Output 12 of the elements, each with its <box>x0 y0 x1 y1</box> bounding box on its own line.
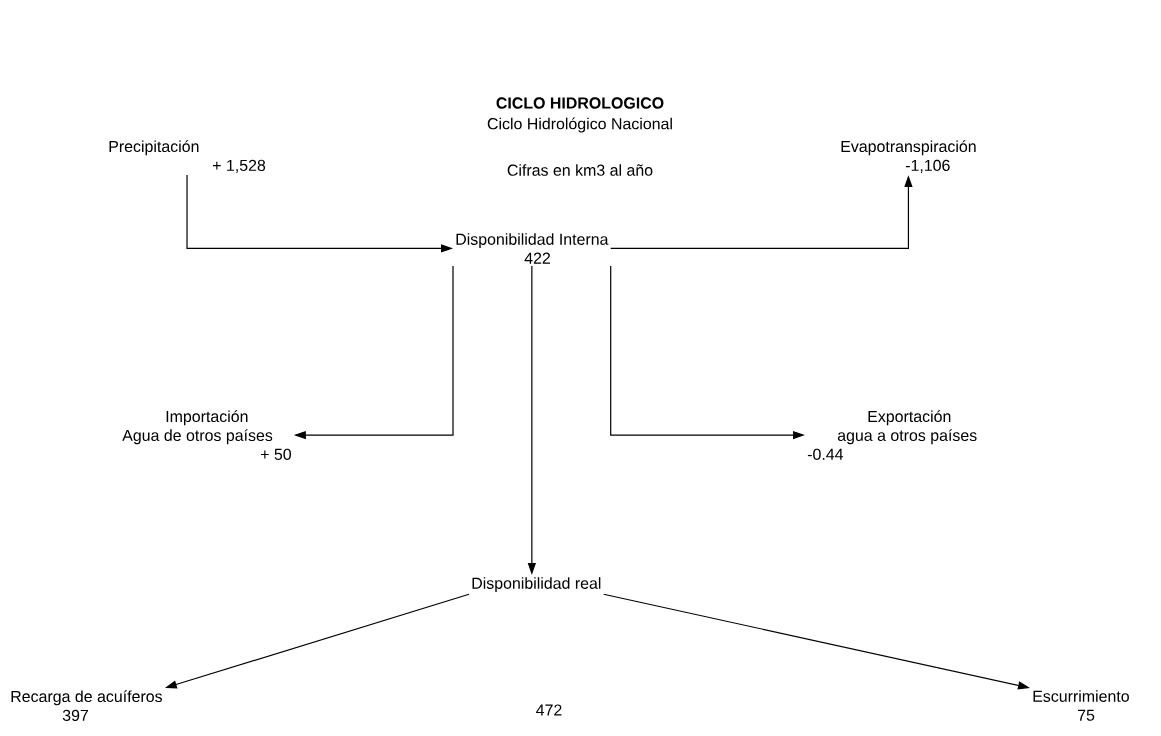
flow-label: Recarga de acuíferos 397 <box>11 690 162 721</box>
caption-text: 472 <box>536 704 562 716</box>
caption-text: Ciclo Hidrológico Nacional <box>487 117 672 133</box>
flow-label: Disponibilidad real <box>472 577 601 593</box>
flow-label: Escurrimiento 75 <box>1033 690 1129 721</box>
flow-label: Importación Agua de otros países + 50 <box>122 410 292 460</box>
caption-text: Cifras en km3 al año <box>507 164 653 176</box>
flow-label: Exportación agua a otros países -0.44 <box>807 410 977 460</box>
flow-label: Evapotranspiración -1,106 <box>841 140 976 173</box>
title: CICLO HIDROLOGICO <box>496 97 664 109</box>
flow-label: Precipitación + 1,528 <box>109 140 266 173</box>
flow-label: Disponibilidad Interna 422 <box>456 233 609 264</box>
